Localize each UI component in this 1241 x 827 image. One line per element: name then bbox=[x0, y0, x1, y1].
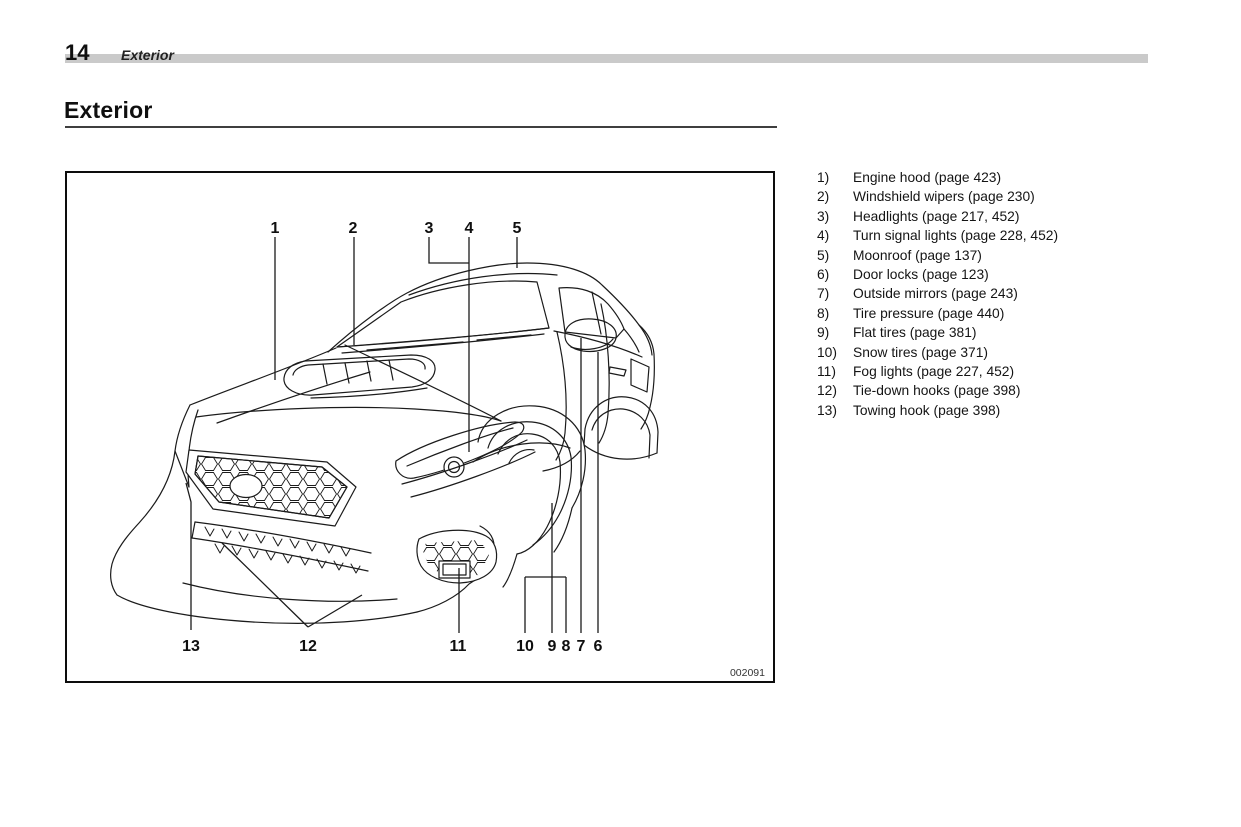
legend-item: 2) Windshield wipers (page 230) bbox=[817, 187, 1217, 206]
legend-list: 1) Engine hood (page 423) 2) Windshield wi… bbox=[817, 168, 1217, 420]
legend-item-number: 4) bbox=[817, 228, 830, 244]
callout-7: 7 bbox=[577, 638, 586, 655]
legend-item-text: Fog lights (page 227, 452) bbox=[853, 364, 1015, 380]
legend-item: 13) Towing hook (page 398) bbox=[817, 401, 1217, 420]
figure-code: 002091 bbox=[730, 667, 765, 679]
front-grille bbox=[185, 449, 357, 527]
door-handle bbox=[608, 366, 627, 377]
legend-item: 10) Snow tires (page 371) bbox=[817, 343, 1217, 362]
figure-border bbox=[65, 171, 775, 683]
running-head: Exterior bbox=[121, 47, 174, 63]
callout-13: 13 bbox=[182, 638, 200, 655]
legend-item: 11) Fog lights (page 227, 452) bbox=[817, 362, 1217, 381]
legend-item: 9) Flat tires (page 381) bbox=[817, 323, 1217, 342]
taillight bbox=[630, 358, 650, 393]
front-wheel bbox=[472, 405, 587, 588]
legend-item: 5) Moonroof (page 137) bbox=[817, 246, 1217, 265]
legend-item-number: 5) bbox=[817, 247, 830, 263]
callout-6: 6 bbox=[594, 638, 603, 655]
legend-item-text: Towing hook (page 398) bbox=[853, 402, 1001, 418]
legend-item-number: 7) bbox=[817, 286, 830, 302]
legend-item-text: Outside mirrors (page 243) bbox=[853, 286, 1018, 302]
windshield-wipers bbox=[336, 327, 550, 354]
callout-labels: 1 2 3 4 5 6 7 8 9 10 11 12 13 bbox=[182, 220, 602, 655]
legend-item-number: 8) bbox=[817, 305, 830, 321]
headlight bbox=[395, 421, 536, 498]
legend-item: 4) Turn signal lights (page 228, 452) bbox=[817, 226, 1217, 245]
legend-item: 6) Door locks (page 123) bbox=[817, 265, 1217, 284]
legend-item-number: 3) bbox=[817, 208, 830, 224]
legend-item-text: Engine hood (page 423) bbox=[853, 170, 1002, 185]
callout-1: 1 bbox=[271, 220, 280, 237]
legend-item: 12) Tie-down hooks (page 398) bbox=[817, 381, 1217, 400]
legend-item-text: Flat tires (page 381) bbox=[853, 325, 977, 341]
brand-badge bbox=[229, 473, 263, 499]
callout-5: 5 bbox=[513, 220, 522, 237]
car-body bbox=[110, 262, 659, 624]
callout-4: 4 bbox=[465, 220, 474, 237]
legend-item-text: Door locks (page 123) bbox=[853, 267, 989, 283]
legend-item-text: Tire pressure (page 440) bbox=[853, 305, 1005, 321]
legend-item: 7) Outside mirrors (page 243) bbox=[817, 284, 1217, 303]
legend-item-text: Tie-down hooks (page 398) bbox=[853, 383, 1021, 399]
callout-10: 10 bbox=[516, 638, 534, 655]
page-number: 14 bbox=[65, 40, 90, 65]
fog-light bbox=[416, 529, 498, 584]
header-band bbox=[65, 54, 1148, 63]
callout-leaders bbox=[185, 237, 599, 633]
legend-item-number: 11) bbox=[817, 364, 836, 380]
hood-scoop bbox=[283, 354, 436, 399]
callout-3: 3 bbox=[425, 220, 434, 237]
legend-item-number: 12) bbox=[817, 383, 837, 399]
callout-9: 9 bbox=[548, 638, 557, 655]
callout-11: 11 bbox=[450, 638, 467, 655]
legend-item-text: Moonroof (page 137) bbox=[853, 247, 982, 263]
legend-item-number: 9) bbox=[817, 325, 830, 341]
door-seam bbox=[555, 331, 567, 461]
legend-item-number: 6) bbox=[817, 267, 830, 283]
legend-item-number: 2) bbox=[817, 189, 830, 205]
legend-item-text: Snow tires (page 371) bbox=[853, 344, 988, 360]
legend-item-text: Headlights (page 217, 452) bbox=[853, 208, 1020, 224]
callout-2: 2 bbox=[349, 220, 358, 237]
legend-item-number: 10) bbox=[817, 344, 837, 360]
legend-item: 8) Tire pressure (page 440) bbox=[817, 304, 1217, 323]
legend-item-number: 1) bbox=[817, 170, 830, 185]
legend-item: 1) Engine hood (page 423) bbox=[817, 168, 1217, 187]
car-diagram-svg: 1 2 3 4 5 6 7 8 9 10 11 12 13 002091 bbox=[65, 171, 775, 683]
legend-item: 3) Headlights (page 217, 452) bbox=[817, 207, 1217, 226]
section-rule bbox=[65, 126, 777, 128]
callout-12: 12 bbox=[299, 638, 317, 655]
callout-8: 8 bbox=[562, 638, 571, 655]
exterior-diagram: 1 2 3 4 5 6 7 8 9 10 11 12 13 002091 bbox=[65, 171, 775, 683]
legend-item-text: Turn signal lights (page 228, 452) bbox=[853, 228, 1059, 244]
lower-intake bbox=[191, 521, 372, 574]
section-title: Exterior bbox=[64, 97, 153, 123]
legend-item-text: Windshield wipers (page 230) bbox=[853, 189, 1035, 205]
legend-item-number: 13) bbox=[817, 402, 837, 418]
